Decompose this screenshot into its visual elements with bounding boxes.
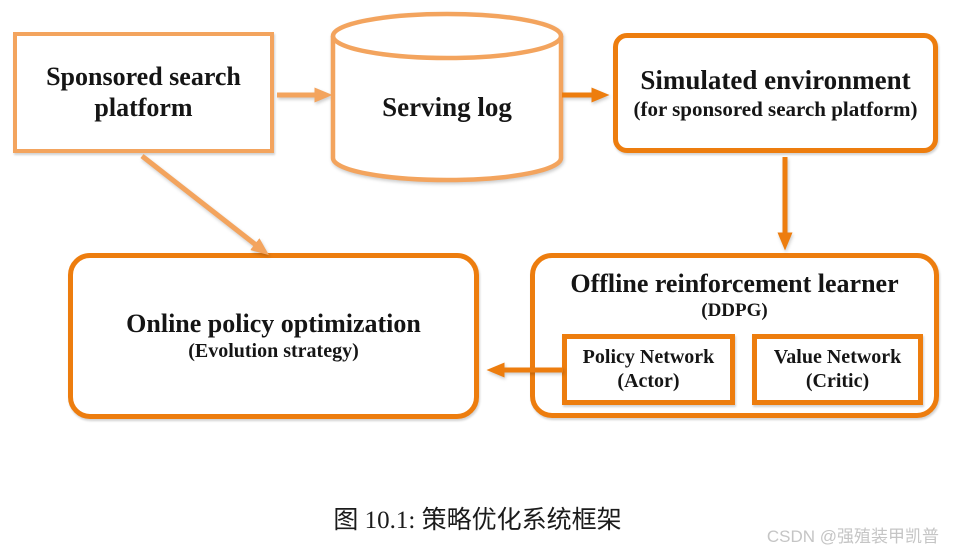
node-subtitle: (Actor): [617, 369, 680, 392]
arrow-platform-to-online-policy: [140, 154, 270, 256]
node-title: Value Network: [773, 346, 902, 369]
node-subtitle: (Critic): [805, 369, 870, 392]
node-subtitle: (DDPG): [701, 299, 768, 321]
node-subtitle: (for sponsored search platform): [633, 96, 918, 121]
figure-caption: 图 10.1: 策略优化系统框架: [333, 507, 622, 534]
node-online-policy-optimization: Online policy optimization (Evolution st…: [68, 253, 479, 419]
node-sponsored-search-platform: Sponsored search platform: [13, 32, 274, 153]
node-subtitle: (Evolution strategy): [188, 339, 359, 362]
node-policy-network: Policy Network (Actor): [562, 334, 735, 405]
node-title: Policy Network: [582, 346, 715, 369]
node-title: Online policy optimization: [126, 309, 421, 339]
csdn-watermark: CSDN @强殖装甲凯普: [766, 527, 939, 546]
node-value-network: Value Network (Critic): [752, 334, 923, 405]
node-serving-log-label: Serving log: [382, 91, 512, 122]
node-title: Simulated environment: [640, 65, 911, 95]
node-simulated-environment: Simulated environment (for sponsored sea…: [613, 33, 938, 153]
node-title: Offline reinforcement learner: [570, 269, 899, 298]
node-title: Sponsored search platform: [46, 61, 241, 122]
